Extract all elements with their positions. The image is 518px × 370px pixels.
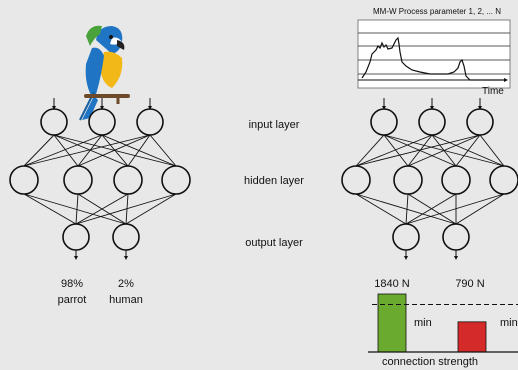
parrot-image bbox=[79, 25, 130, 121]
connection-line bbox=[75, 193, 177, 225]
input-node bbox=[370, 108, 398, 136]
hidden-node bbox=[113, 165, 143, 195]
parrot-percent: 98% bbox=[61, 278, 83, 290]
hidden-node bbox=[393, 165, 423, 195]
output-node bbox=[442, 223, 470, 251]
input-node bbox=[466, 108, 494, 136]
connection-line bbox=[23, 134, 103, 167]
connection-line bbox=[53, 134, 79, 167]
connection-line bbox=[75, 193, 79, 225]
parrot-label: parrot bbox=[58, 294, 87, 306]
connection-line bbox=[405, 193, 409, 225]
connection-strength-caption: connection strength bbox=[382, 356, 478, 368]
connection-line bbox=[405, 193, 457, 225]
connection-line bbox=[75, 193, 129, 225]
hidden-node bbox=[489, 165, 518, 195]
human-label: human bbox=[109, 294, 143, 306]
connection-line bbox=[355, 134, 385, 167]
human-percent: 2% bbox=[118, 278, 134, 290]
process-parameter-chart: MM-W Process parameter 1, 2, ... N Time bbox=[357, 7, 511, 97]
hidden-node bbox=[161, 165, 191, 195]
hidden-node bbox=[63, 165, 93, 195]
input-layer-label: input layer bbox=[249, 119, 300, 131]
left-neural-network bbox=[9, 98, 191, 260]
connection-line bbox=[407, 134, 481, 167]
connection-line bbox=[407, 193, 457, 225]
connection-line bbox=[479, 134, 505, 167]
connection-line bbox=[23, 134, 151, 167]
min-label-2: min bbox=[500, 317, 518, 329]
strength-bar-1 bbox=[377, 293, 407, 353]
right-neural-network bbox=[341, 98, 518, 260]
input-node bbox=[418, 108, 446, 136]
connection-line bbox=[383, 134, 409, 167]
connection-line bbox=[77, 134, 151, 167]
process-chart-axis-label: Time bbox=[482, 86, 504, 97]
output-force-1: 1840 N bbox=[374, 278, 410, 290]
connection-line bbox=[355, 193, 407, 225]
connection-line bbox=[127, 134, 151, 167]
output-node bbox=[112, 223, 140, 251]
input-node bbox=[40, 108, 68, 136]
connection-line bbox=[149, 134, 177, 167]
hidden-layer-label: hidden layer bbox=[244, 175, 304, 187]
connection-line bbox=[405, 193, 505, 225]
output-node bbox=[62, 223, 90, 251]
process-chart-title: MM-W Process parameter 1, 2, ... N bbox=[373, 7, 501, 16]
connection-line bbox=[355, 134, 481, 167]
process-curve bbox=[361, 36, 506, 81]
connection-line bbox=[355, 134, 433, 167]
connection-line bbox=[355, 193, 457, 225]
connection-line bbox=[53, 134, 129, 167]
hidden-node bbox=[441, 165, 471, 195]
input-node bbox=[88, 108, 116, 136]
output-force-2: 790 N bbox=[455, 278, 484, 290]
connection-line bbox=[407, 134, 433, 167]
hidden-node bbox=[341, 165, 371, 195]
connection-line bbox=[125, 193, 177, 225]
min-label-1: min bbox=[414, 317, 432, 329]
connection-strength-bars bbox=[368, 293, 518, 353]
connection-line bbox=[455, 134, 481, 167]
connection-line bbox=[23, 193, 77, 225]
connection-line bbox=[23, 134, 55, 167]
output-node bbox=[392, 223, 420, 251]
connection-line bbox=[77, 134, 103, 167]
connection-line bbox=[23, 193, 127, 225]
input-node bbox=[136, 108, 164, 136]
connection-line bbox=[455, 193, 505, 225]
hidden-node bbox=[9, 165, 39, 195]
strength-bar-2 bbox=[457, 321, 487, 353]
output-layer-label: output layer bbox=[245, 237, 303, 249]
